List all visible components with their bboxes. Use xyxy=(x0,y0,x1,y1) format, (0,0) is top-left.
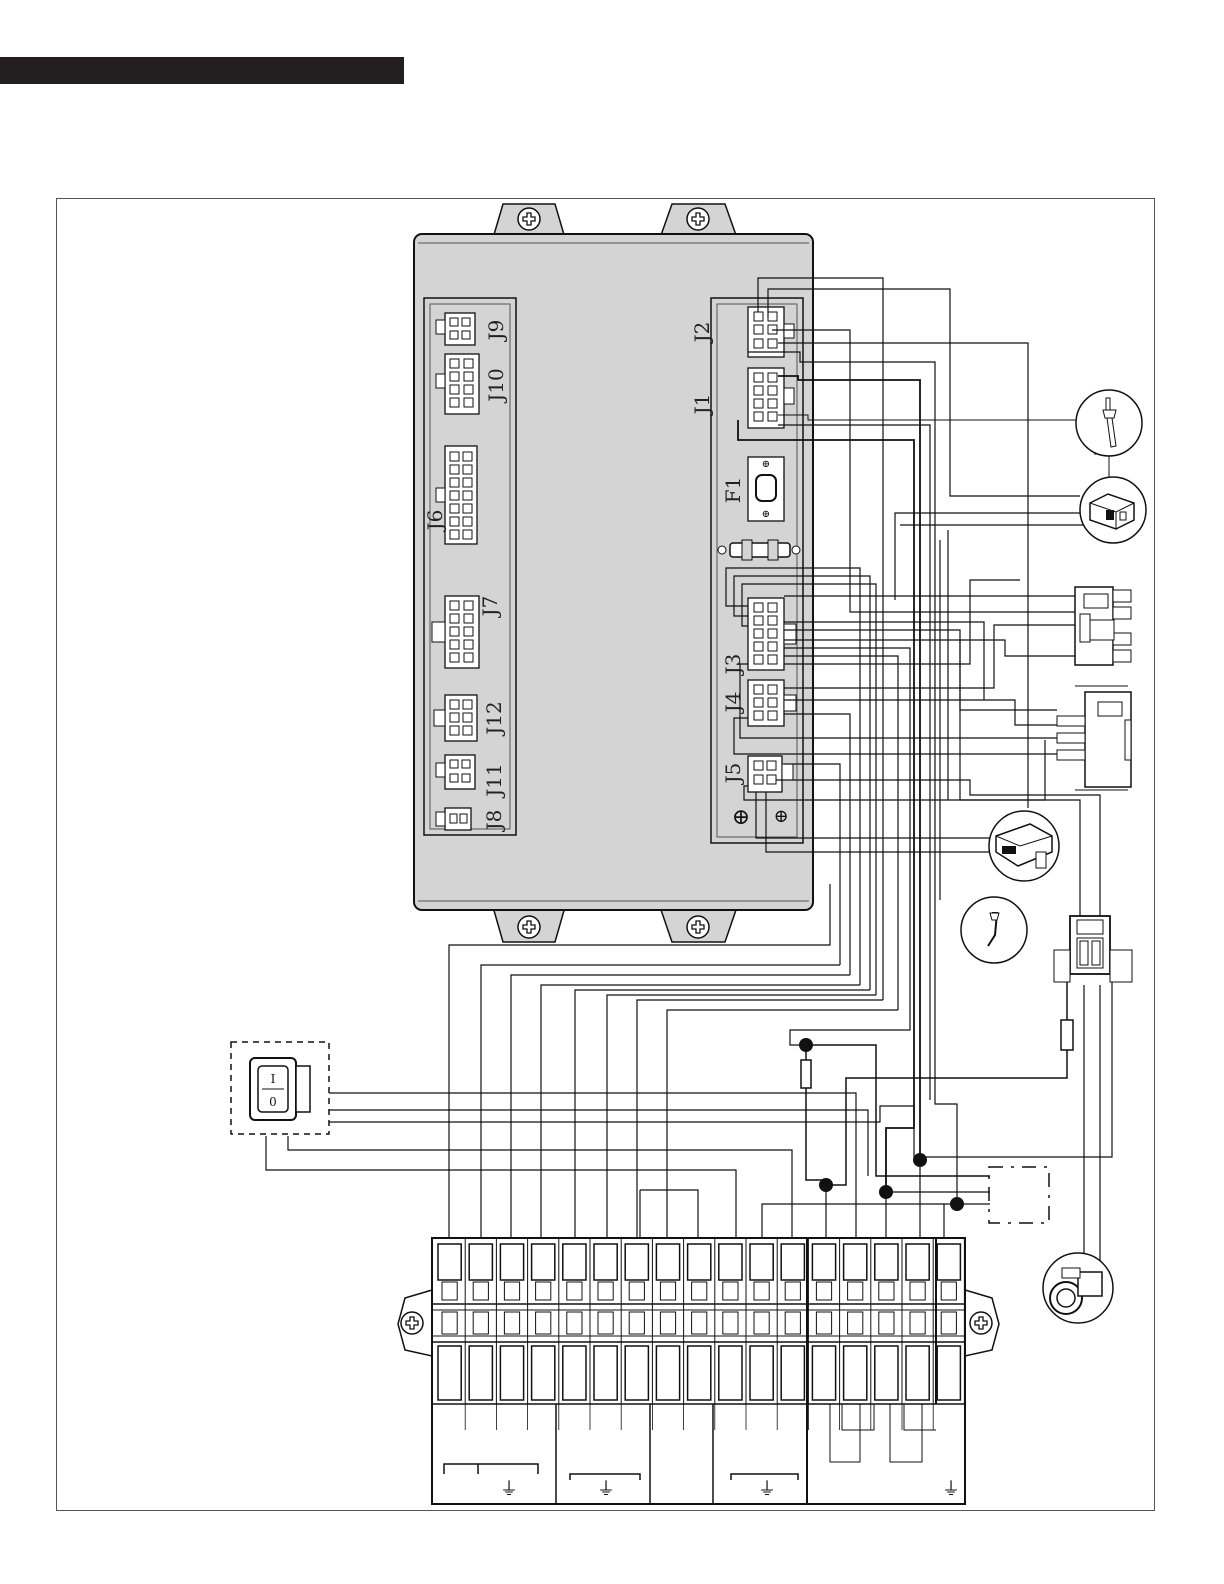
label-f1: F1 xyxy=(721,477,745,504)
terminal-screw-icon xyxy=(970,1312,992,1334)
ground-symbol-icon: ⏚ xyxy=(500,1479,518,1500)
label-j11: J11 xyxy=(482,763,506,798)
label-j12: J12 xyxy=(482,701,506,736)
board-screw-icon xyxy=(518,208,540,230)
junction-dot xyxy=(950,1197,964,1211)
label-j10: J10 xyxy=(484,368,508,403)
label-j4: J4 xyxy=(721,692,745,715)
circulation-pump-icon xyxy=(1043,1253,1113,1323)
svg-text:⊕: ⊕ xyxy=(762,509,770,520)
resistor-icon xyxy=(1061,1020,1073,1050)
ground-symbol-icon: ⏚ xyxy=(597,1479,615,1500)
terminal-screw-icon xyxy=(401,1312,423,1334)
svg-text:0: 0 xyxy=(269,1095,277,1109)
label-j7: J7 xyxy=(478,596,502,619)
control-board: ⊕ ⊕ xyxy=(414,204,813,942)
power-switch-icon: I 0 xyxy=(231,1042,329,1134)
junction-dot xyxy=(879,1185,893,1199)
ignition-electrode-icon xyxy=(1076,390,1142,478)
svg-text:I: I xyxy=(271,1072,276,1086)
label-j5: J5 xyxy=(721,763,745,786)
flow-sensor-icon xyxy=(1075,587,1131,665)
board-screw-icon xyxy=(687,208,709,230)
label-j8: J8 xyxy=(482,810,506,833)
ground-symbol-icon: ⊕ xyxy=(732,805,750,830)
ground-symbol-icon: ⏚ xyxy=(758,1479,776,1500)
label-j9: J9 xyxy=(484,320,508,343)
ground-symbol-icon: ⏚ xyxy=(942,1479,960,1500)
junction-dot xyxy=(799,1038,813,1052)
label-j2: J2 xyxy=(690,322,714,345)
board-screw-icon xyxy=(518,916,540,938)
svg-text:⊕: ⊕ xyxy=(762,459,770,470)
label-j3: J3 xyxy=(721,654,745,677)
board-screw-icon xyxy=(687,916,709,938)
pressure-switch-icon xyxy=(1054,916,1132,982)
sensor-plug-icon xyxy=(989,811,1059,881)
gas-valve-icon xyxy=(1080,477,1146,543)
junction-dot xyxy=(913,1153,927,1167)
external-module-box xyxy=(989,1167,1049,1223)
label-j1: J1 xyxy=(690,394,714,417)
temperature-probe-icon xyxy=(961,897,1027,963)
resistor-icon xyxy=(801,1060,811,1088)
terminal-block: ⏚ ⏚ ⏚ ⏚ xyxy=(398,1238,999,1504)
junction-dot xyxy=(819,1178,833,1192)
label-j6: J6 xyxy=(423,510,447,533)
junction-dots xyxy=(799,1038,964,1211)
fuse-holder-f1: ⊕ ⊕ xyxy=(748,457,784,521)
fan-connector-icon xyxy=(1057,686,1131,790)
ground-symbol-icon: ⊕ xyxy=(773,806,788,827)
